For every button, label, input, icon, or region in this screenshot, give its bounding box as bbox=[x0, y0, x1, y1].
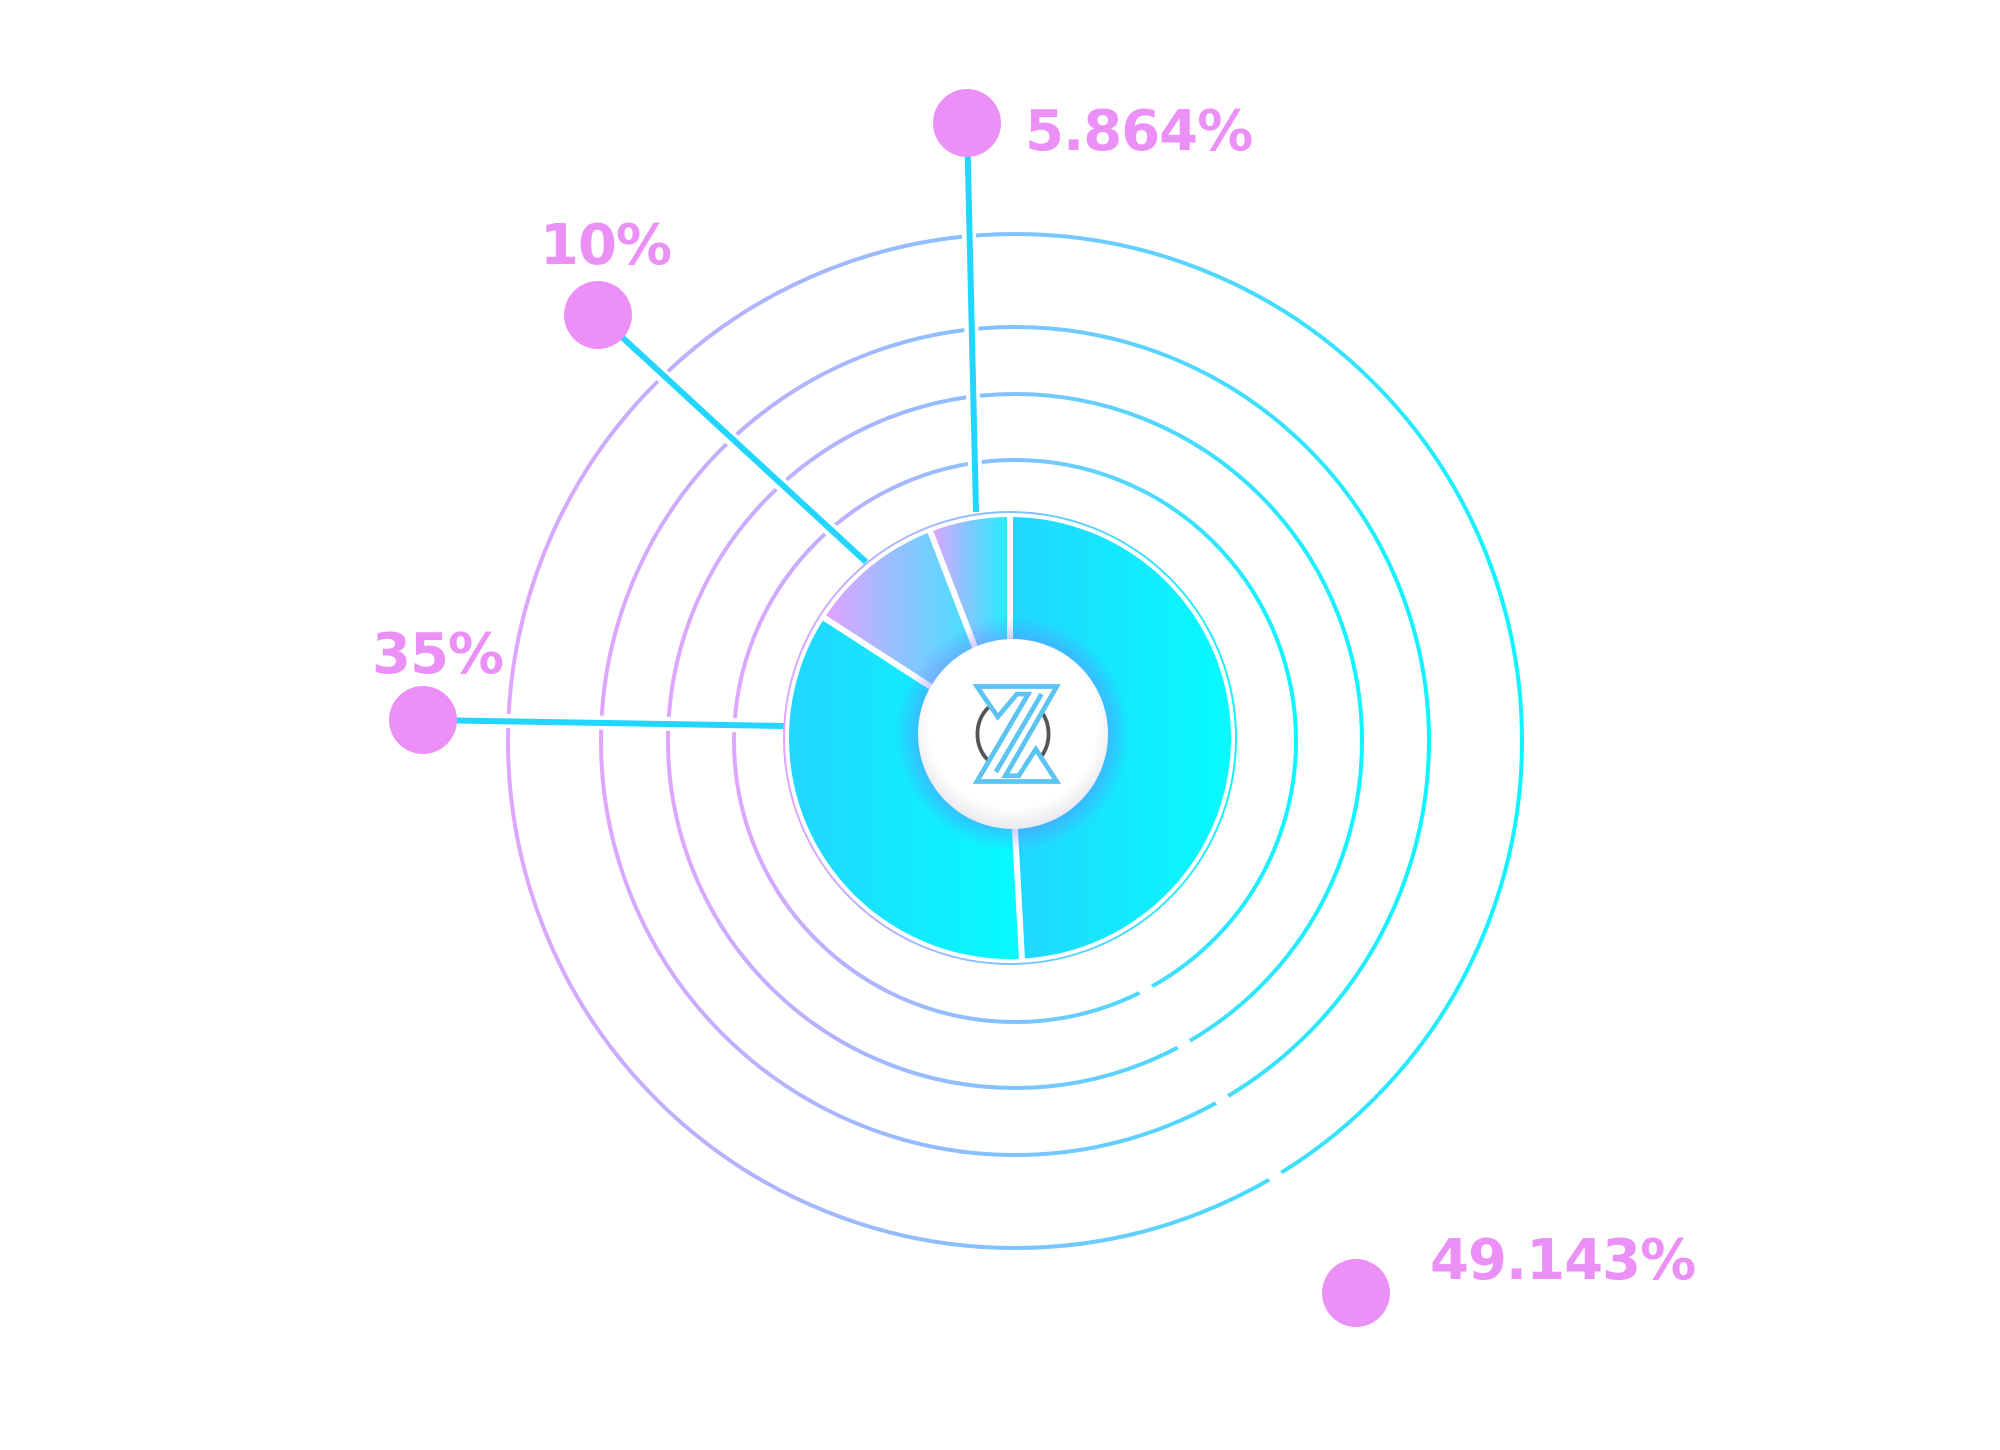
leader-line-2 bbox=[595, 312, 869, 565]
callout-dot-1 bbox=[933, 89, 1001, 157]
callout-dots bbox=[389, 89, 1390, 1327]
callout-label-35: 35% bbox=[372, 622, 503, 687]
callout-dot-4 bbox=[1322, 1259, 1390, 1327]
center-hub bbox=[896, 617, 1130, 851]
z-logo-icon bbox=[972, 684, 1062, 784]
ring-1 bbox=[732, 458, 1298, 1024]
callout-label-49.143: 49.143% bbox=[1430, 1228, 1695, 1293]
pie-outline-ring bbox=[783, 511, 1237, 965]
ring-2 bbox=[666, 392, 1364, 1090]
callout-dot-2 bbox=[564, 281, 632, 349]
callout-label-5.864: 5.864% bbox=[1025, 99, 1252, 164]
callout-label-10: 10% bbox=[540, 213, 671, 278]
logo-z-inner-stroke bbox=[993, 692, 1044, 774]
leader-line-1 bbox=[964, 122, 979, 513]
leader-line-halo bbox=[1104, 934, 1343, 1269]
ring-3 bbox=[599, 325, 1431, 1157]
callout-dot-3 bbox=[389, 686, 457, 754]
ring-4 bbox=[506, 232, 1524, 1250]
pie-slice-35% bbox=[788, 617, 1022, 959]
leader-line-3 bbox=[422, 717, 785, 729]
logo-left-arc bbox=[975, 706, 990, 762]
concentric-rings bbox=[506, 232, 1524, 1250]
